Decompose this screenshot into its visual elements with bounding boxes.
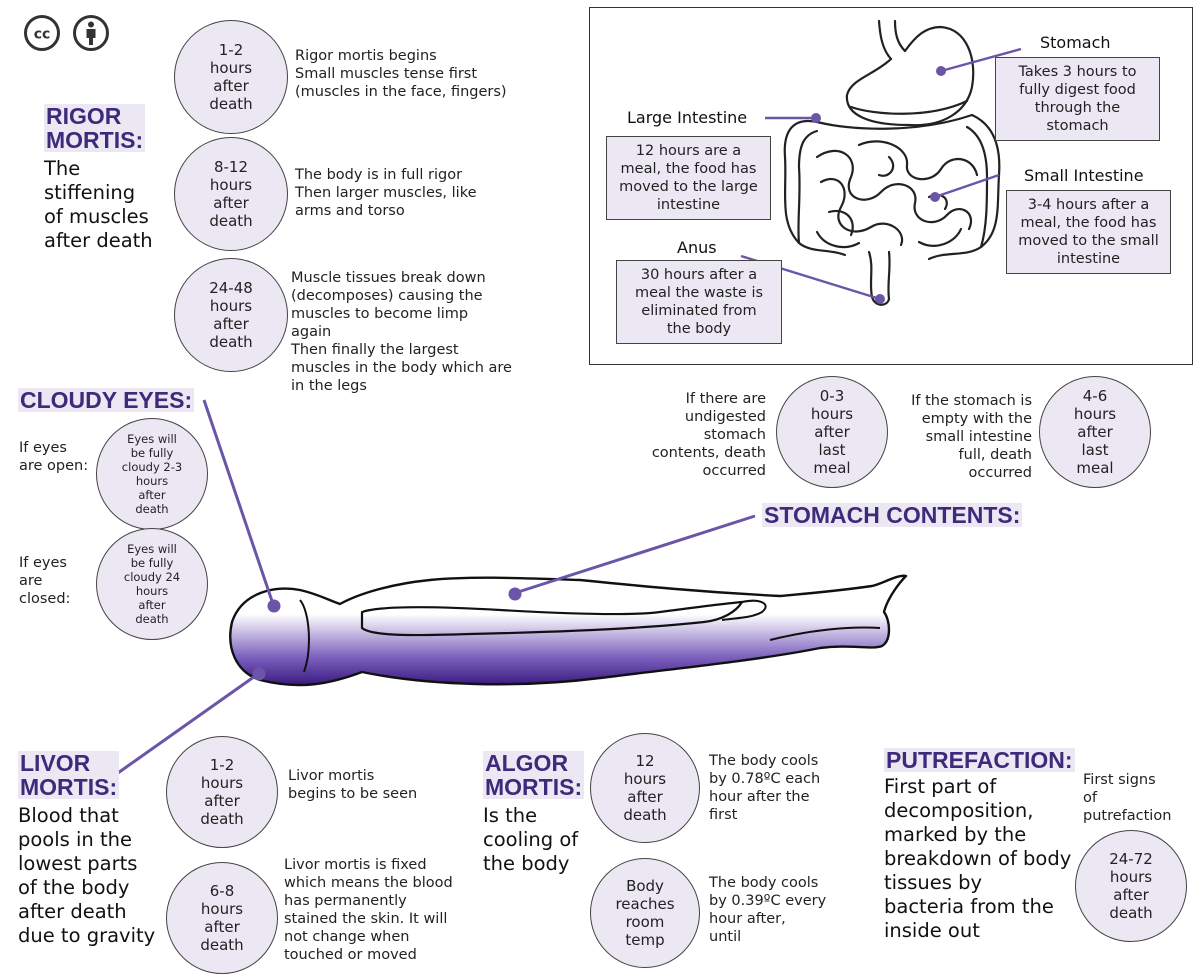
digestion-panel <box>589 7 1193 365</box>
algor-stage-2-text: The body cools by 0.39ºC every hour afte… <box>709 875 827 945</box>
cloudy-eyes-heading: CLOUDY EYES: <box>18 387 195 413</box>
algor-stage-2-circle: Body reaches room temp <box>590 858 700 968</box>
stomach-contents-circle-1: 0-3 hours after last meal <box>776 376 888 488</box>
putrefaction-description: First part of decomposition, marked by t… <box>884 775 1072 942</box>
stomach-contents-circle-2: 4-6 hours after last meal <box>1039 376 1151 488</box>
putrefaction-heading: PUTREFACTION: <box>884 747 1075 773</box>
rigor-stage-2-text: The body is in full rigor Then larger mu… <box>295 167 477 219</box>
livor-mortis-description: Blood that pools in the lowest parts of … <box>18 804 156 947</box>
livor-stage-1-text: Livor mortis begins to be seen <box>288 768 418 802</box>
livor-mortis-heading: LIVOR MORTIS: <box>18 750 120 800</box>
cc-icon: cc <box>23 14 61 52</box>
rigor-stage-3-text: Muscle tissues break down (decomposes) c… <box>291 270 512 394</box>
eyes-open-label: If eyes are open: <box>19 440 89 474</box>
eyes-open-circle: Eyes will be fully cloudy 2-3 hours afte… <box>96 418 208 530</box>
rigor-stage-1-text: Rigor mortis begins Small muscles tense … <box>295 48 507 100</box>
putrefaction-circle: 24-72 hours after death <box>1075 830 1187 942</box>
algor-mortis-heading: ALGOR MORTIS: <box>483 750 585 800</box>
rigor-mortis-description: The stiffening of muscles after death <box>44 157 153 252</box>
stomach-label: Stomach <box>1040 33 1111 52</box>
livor-stage-1-circle: 1-2 hours after death <box>166 736 278 848</box>
eyes-closed-circle: Eyes will be fully cloudy 24 hours after… <box>96 528 208 640</box>
stomach-contents-text-1: If there are undigested stomach contents… <box>651 391 766 479</box>
attribution-icon <box>72 14 110 52</box>
small-intestine-label: Small Intestine <box>1024 166 1144 185</box>
livor-stage-2-text: Livor mortis is fixed which means the bl… <box>284 857 453 963</box>
small-intestine-info-box: 3-4 hours after a meal, the food has mov… <box>1006 190 1171 274</box>
algor-mortis-description: Is the cooling of the body <box>483 804 579 875</box>
putrefaction-note: First signs of putrefaction <box>1083 772 1172 824</box>
stomach-info-box: Takes 3 hours to fully digest food throu… <box>995 57 1160 141</box>
stomach-contents-heading: STOMACH CONTENTS: <box>762 502 1023 528</box>
rigor-mortis-heading: RIGOR MORTIS: <box>44 103 146 153</box>
anus-label: Anus <box>677 238 717 257</box>
rigor-stage-2-circle: 8-12 hours after death <box>174 137 288 251</box>
livor-stage-2-circle: 6-8 hours after death <box>166 862 278 974</box>
stomach-contents-text-2: If the stomach is empty with the small i… <box>911 393 1032 481</box>
svg-text:cc: cc <box>34 27 51 43</box>
anus-info-box: 30 hours after a meal the waste is elimi… <box>616 260 782 344</box>
rigor-stage-1-circle: 1-2 hours after death <box>174 20 288 134</box>
algor-stage-1-text: The body cools by 0.78ºC each hour after… <box>709 753 821 823</box>
large-intestine-info-box: 12 hours are a meal, the food has moved … <box>606 136 771 220</box>
large-intestine-label: Large Intestine <box>627 108 748 127</box>
algor-stage-1-circle: 12 hours after death <box>590 733 700 843</box>
rigor-stage-3-circle: 24-48 hours after death <box>174 258 288 372</box>
eyes-closed-label: If eyes are closed: <box>19 555 71 607</box>
digestive-system-illustration <box>740 19 1022 306</box>
